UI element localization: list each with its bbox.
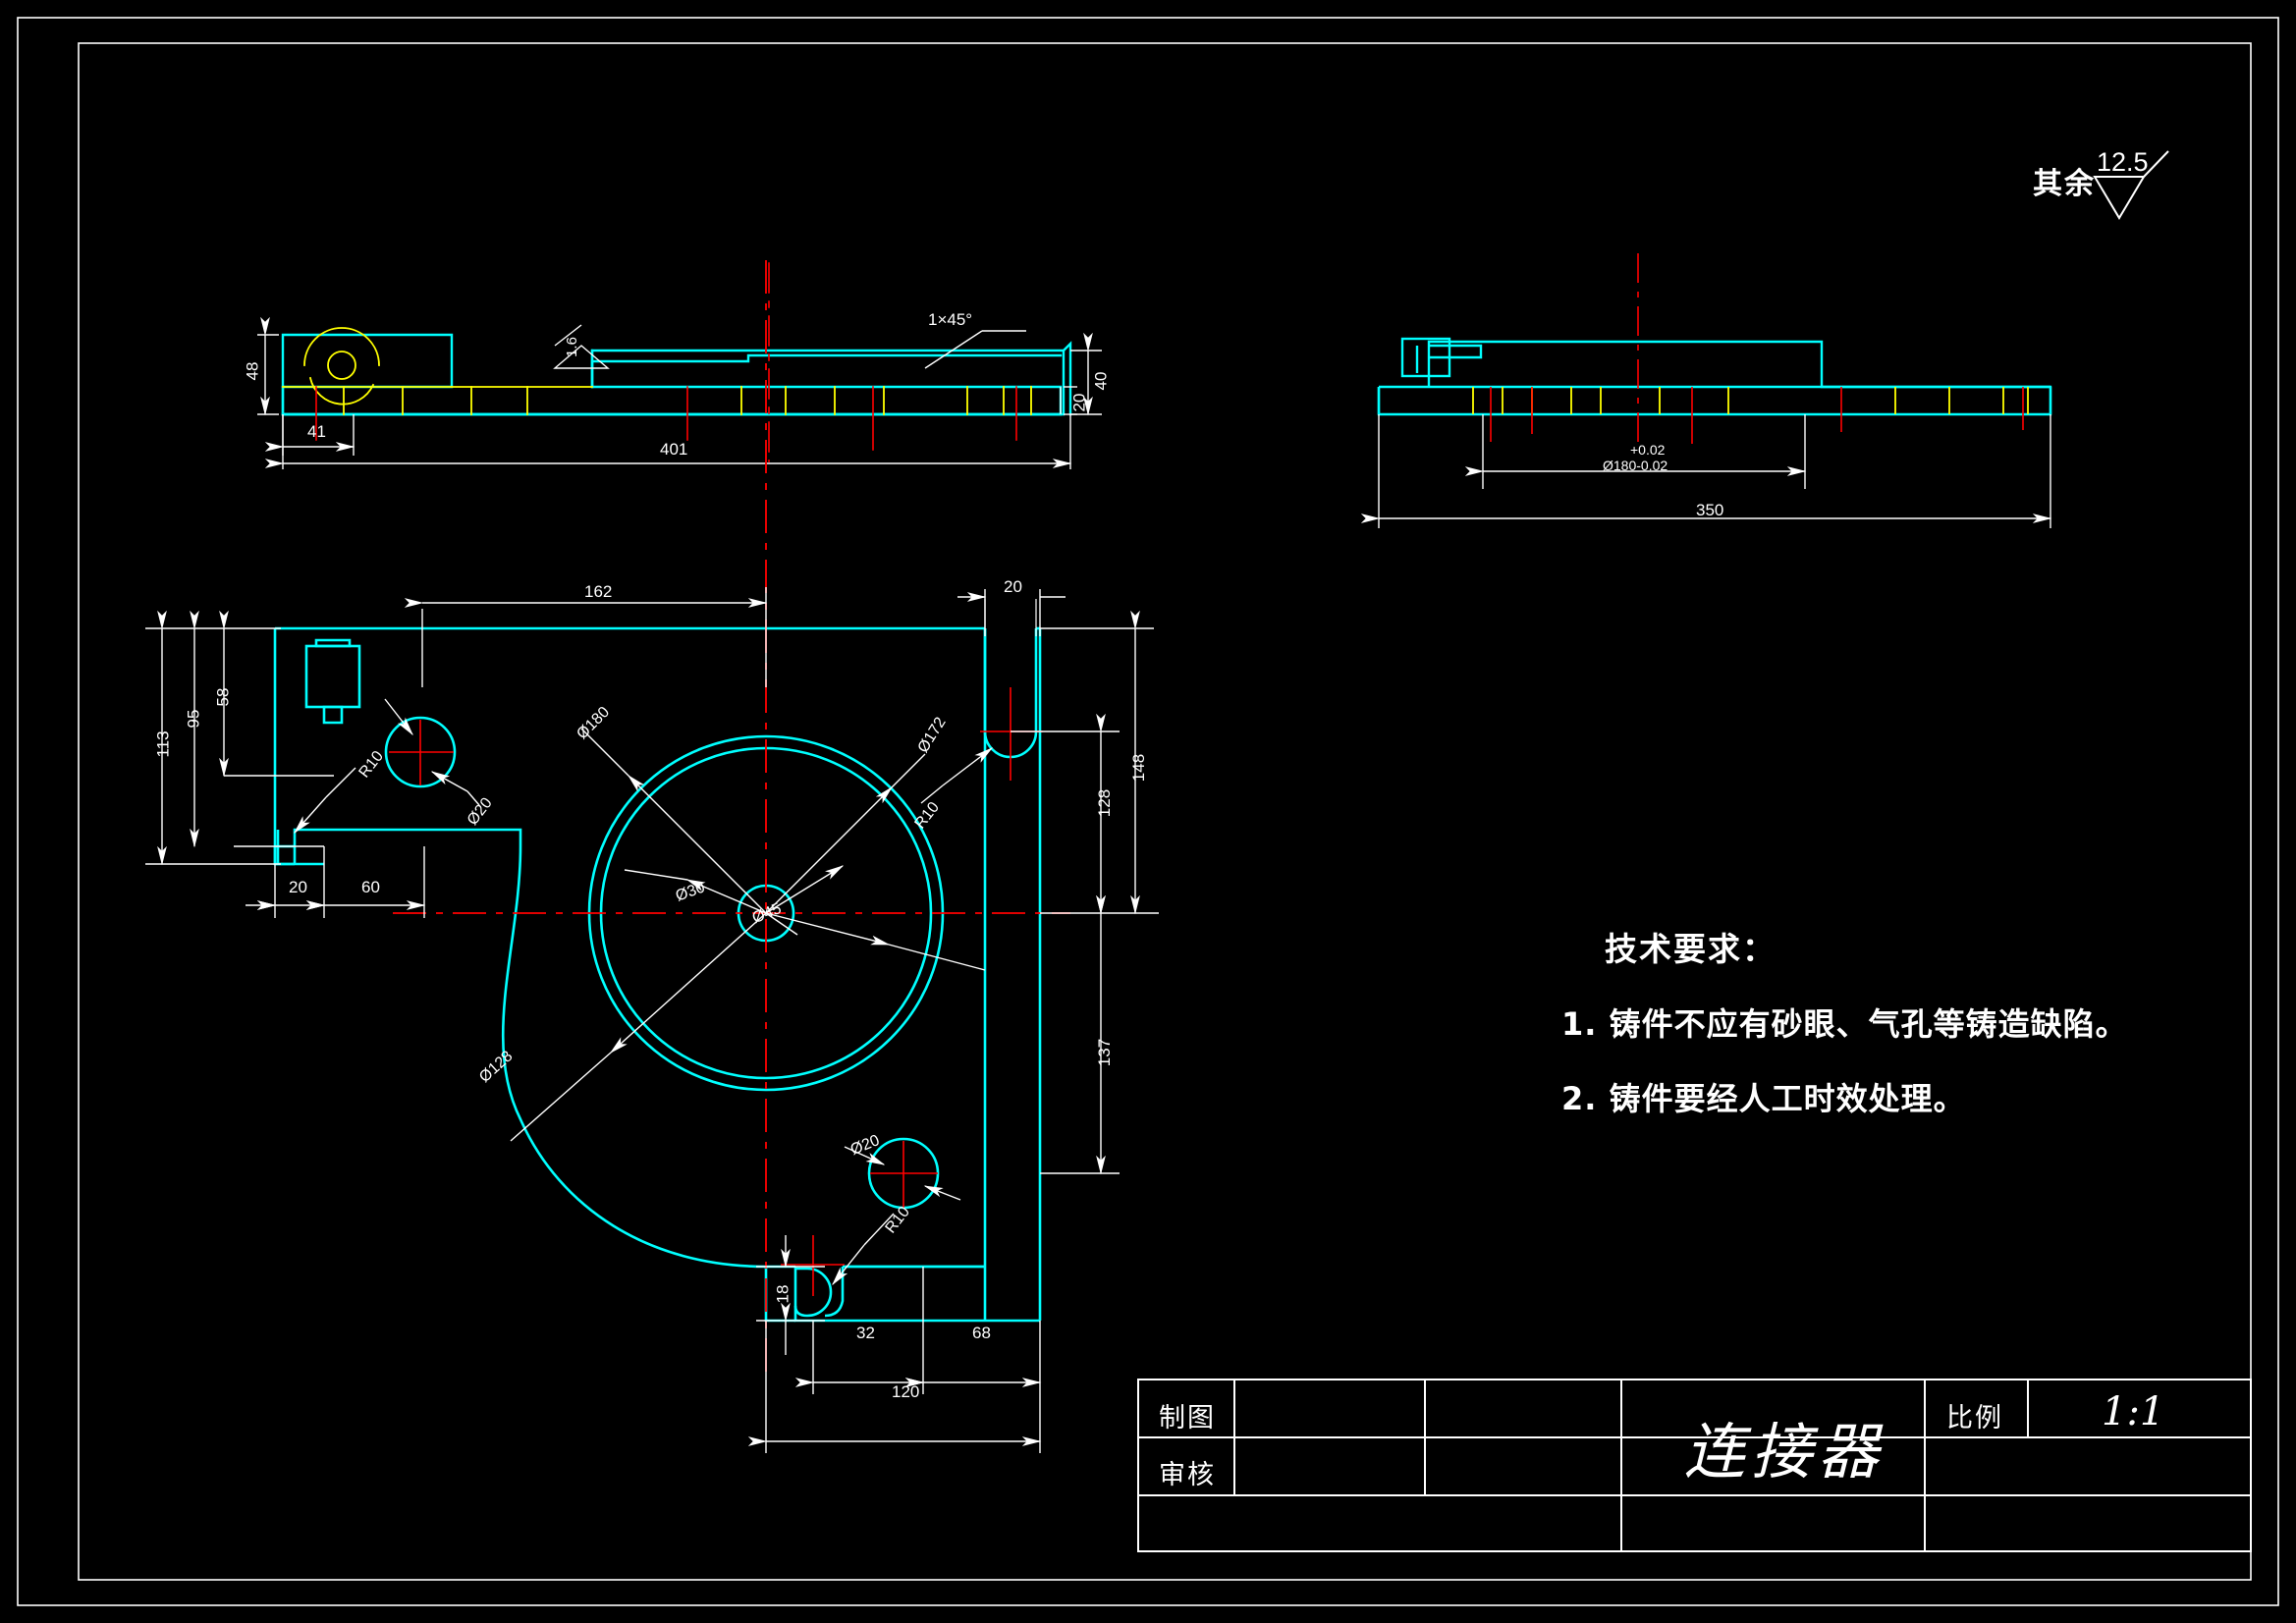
scale-value: 1:1 xyxy=(2102,1389,2165,1434)
technical-requirements: 技术要求： 1. 铸件不应有砂眼、气孔等铸造缺陷。 2. 铸件要经人工时效处理。 xyxy=(1561,923,2128,1119)
title-block-row-label-2: 审核 xyxy=(1159,1460,1216,1490)
dims-top-right xyxy=(1360,414,2052,528)
dim-label-68: 68 xyxy=(972,1324,991,1342)
dim-label-32: 32 xyxy=(856,1324,875,1342)
dia180-tol-lower: -0.02 xyxy=(1636,458,1668,473)
dims-top-left xyxy=(257,316,1102,469)
title-block-row-label-1: 制图 xyxy=(1159,1403,1216,1434)
dim-label-120: 120 xyxy=(892,1382,920,1401)
dim-label-162: 162 xyxy=(584,582,613,601)
scale-label: 比例 xyxy=(1946,1403,2003,1434)
dim-label-tl-41: 41 xyxy=(307,422,326,441)
dim-label-20-bottom: 20 xyxy=(289,878,307,896)
tech-requirements-item-2: 2. 铸件要经人工时效处理。 xyxy=(1561,1080,1966,1117)
view-top-left xyxy=(281,262,1072,462)
dim-label-chamfer: 1×45° xyxy=(928,310,973,329)
dims-front xyxy=(145,587,1159,1453)
dim-label-dia180-tol: Ø180-0.02 xyxy=(1603,458,1667,473)
surface-finish-label: 其余 xyxy=(2033,167,2096,201)
dim-label-60: 60 xyxy=(361,878,380,896)
view-top-right xyxy=(1377,253,2052,444)
surface-finish-value-wrap: 12.5 xyxy=(2097,147,2149,178)
dim-label-20-top: 20 xyxy=(1004,577,1022,596)
tech-requirements-item-1: 1. 铸件不应有砂眼、气孔等铸造缺陷。 xyxy=(1561,1005,2128,1043)
part-name-title: 连接器 xyxy=(1684,1416,1886,1488)
dim-label-tr-350: 350 xyxy=(1696,501,1724,519)
dim-label-tl-401: 401 xyxy=(660,440,688,459)
dia180-value: Ø180 xyxy=(1603,458,1637,473)
dim-label-dia180-tol-upper: +0.02 xyxy=(1630,442,1666,458)
tech-requirements-heading: 技术要求： xyxy=(1605,930,1777,968)
surface-finish-note: 其余 xyxy=(2033,159,2096,202)
surface-finish-value: 12.5 xyxy=(2097,147,2149,177)
